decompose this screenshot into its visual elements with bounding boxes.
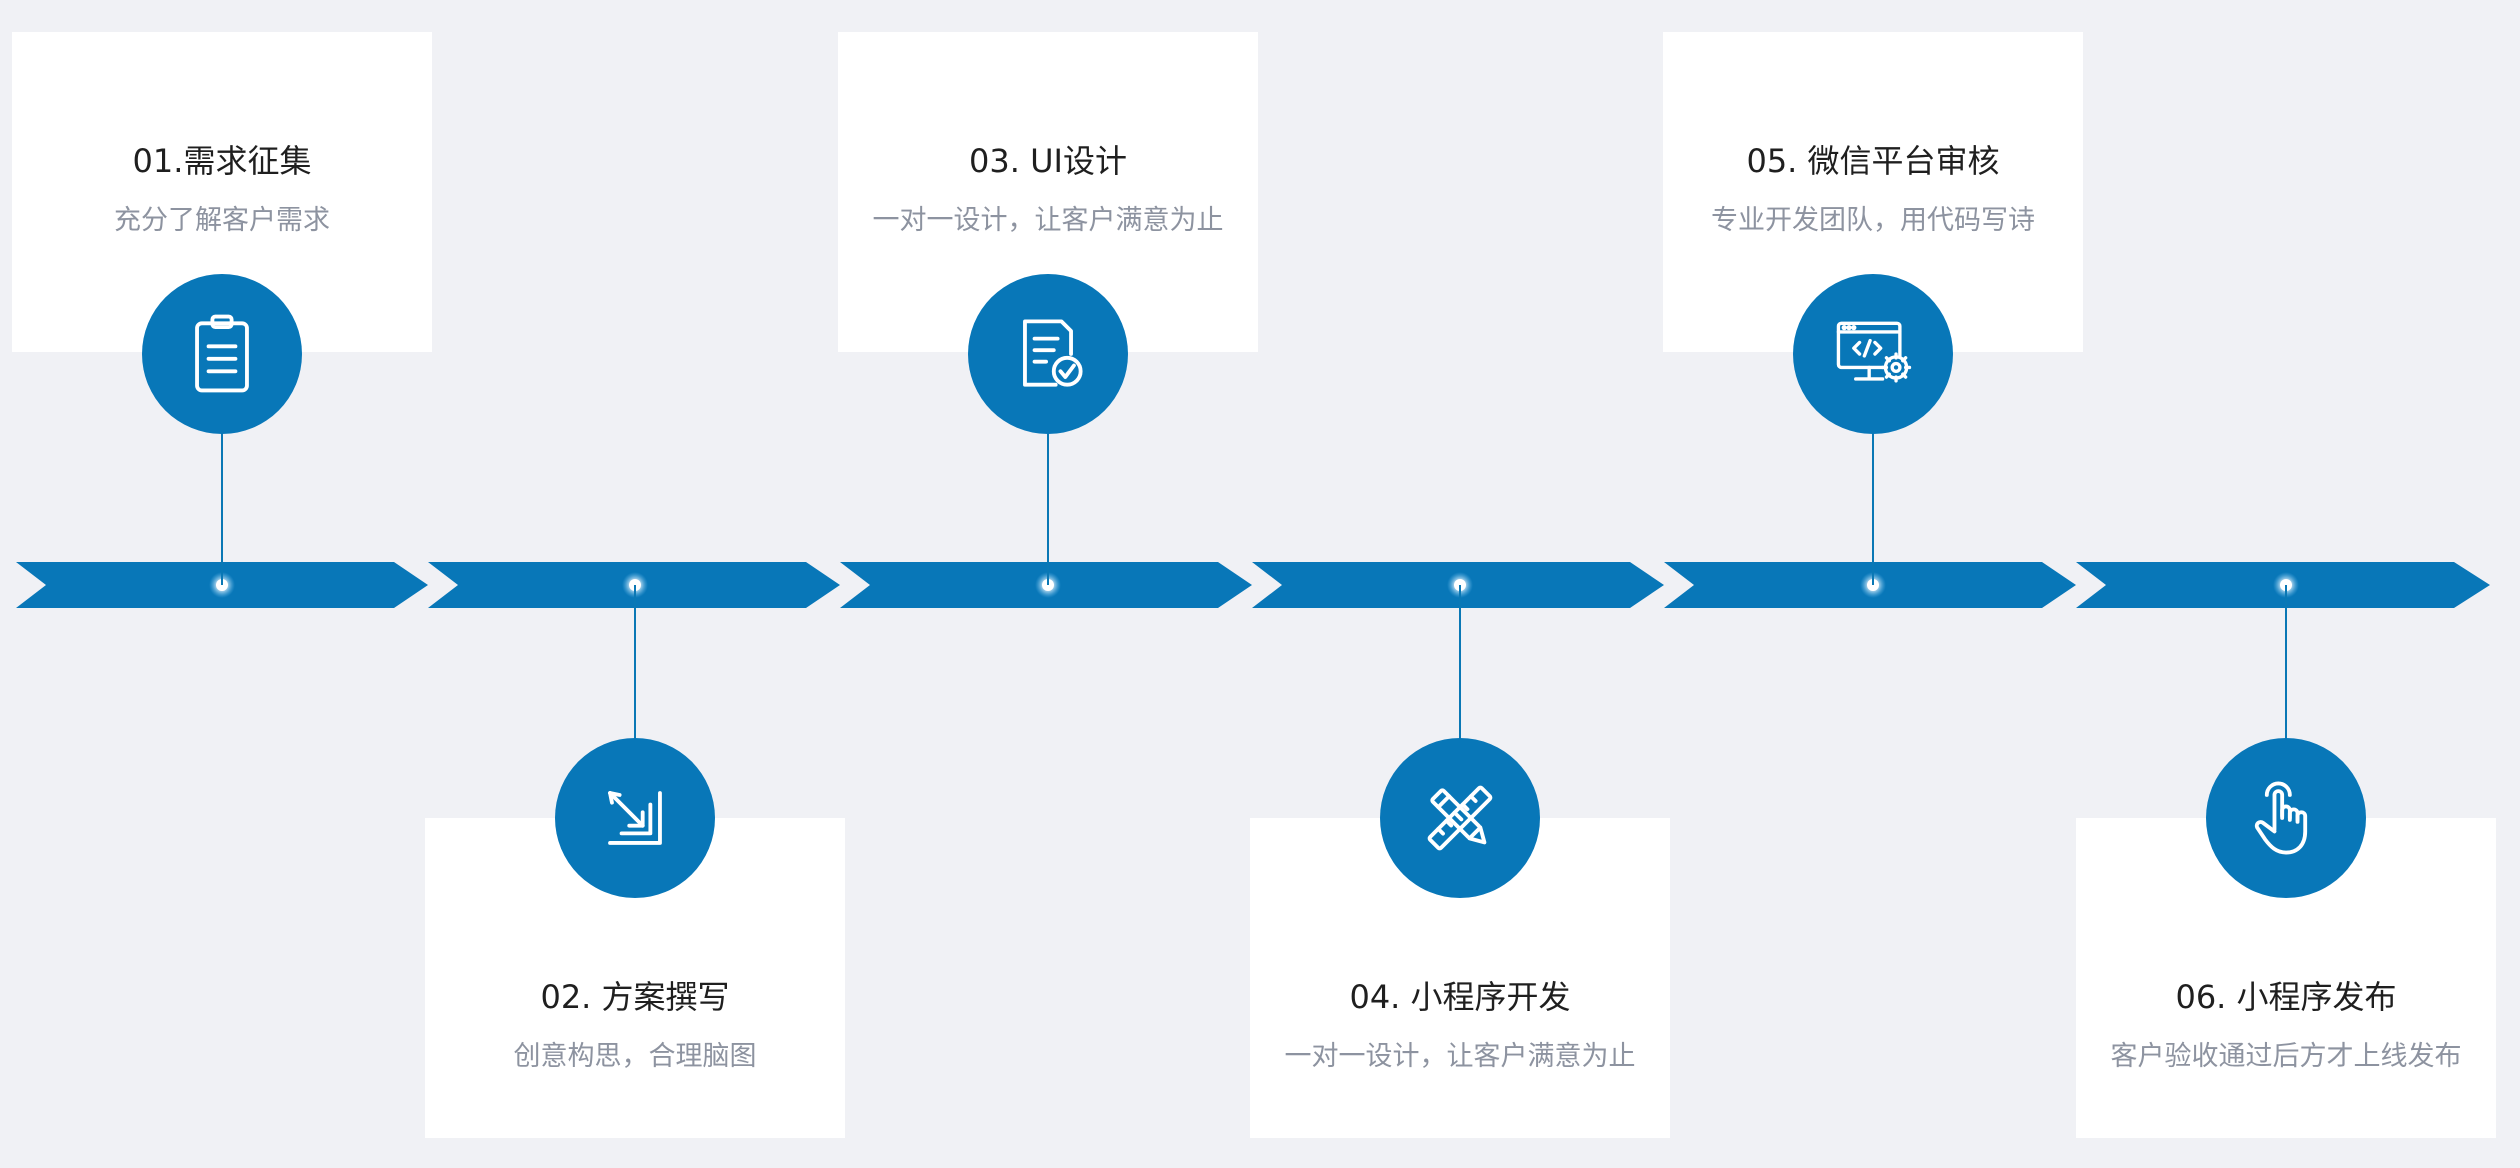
- step-icon-circle-1: [142, 274, 302, 434]
- connector-line-6: [2285, 585, 2287, 740]
- timeline-dot-3: [1035, 572, 1061, 598]
- connector-line-2: [634, 585, 636, 740]
- step-subtitle: 创意构思，合理脑图: [513, 1041, 757, 1072]
- step-icon-circle-4: [1380, 738, 1540, 898]
- code-monitor-gear-icon: [1836, 321, 1912, 383]
- step-subtitle: 一对一设计，让客户满意为止: [1284, 1041, 1636, 1072]
- pencil-ruler-icon: [1427, 785, 1493, 851]
- step-icon-circle-3: [968, 274, 1128, 434]
- connector-line-4: [1459, 585, 1461, 740]
- step-icon-circle-6: [2206, 738, 2366, 898]
- connector-line-1: [221, 430, 223, 585]
- step-subtitle: 一对一设计，让客户满意为止: [872, 205, 1224, 236]
- step-title: 03. UI设计: [969, 142, 1127, 180]
- step-card-4: 04. 小程序开发 一对一设计，让客户满意为止: [1250, 818, 1670, 1138]
- timeline-arrow-band: [16, 562, 2490, 608]
- connector-line-3: [1047, 430, 1049, 585]
- timeline-dot-1: [209, 572, 235, 598]
- timeline-dot-5: [1860, 572, 1886, 598]
- step-icon-circle-5: [1793, 274, 1953, 434]
- step-subtitle: 充分了解客户需求: [114, 205, 330, 236]
- step-icon-circle-2: [555, 738, 715, 898]
- step-subtitle: 客户验收通过后方才上线发布: [2110, 1041, 2462, 1072]
- step-title: 06. 小程序发布: [2175, 978, 2397, 1016]
- step-title: 01.需求征集: [132, 142, 312, 180]
- clipboard-icon: [195, 314, 249, 393]
- connector-line-5: [1872, 430, 1874, 585]
- step-title: 05. 微信平台审核: [1746, 142, 2000, 180]
- document-check-icon: [1023, 319, 1083, 387]
- step-card-1: 01.需求征集 充分了解客户需求: [12, 32, 432, 352]
- step-title: 04. 小程序开发: [1349, 978, 1571, 1016]
- step-subtitle: 专业开发团队，用代码写诗: [1711, 205, 2035, 236]
- step-title: 02. 方案撰写: [540, 978, 730, 1016]
- tap-hand-icon: [2254, 781, 2308, 855]
- drafting-pen-icon: [608, 791, 662, 845]
